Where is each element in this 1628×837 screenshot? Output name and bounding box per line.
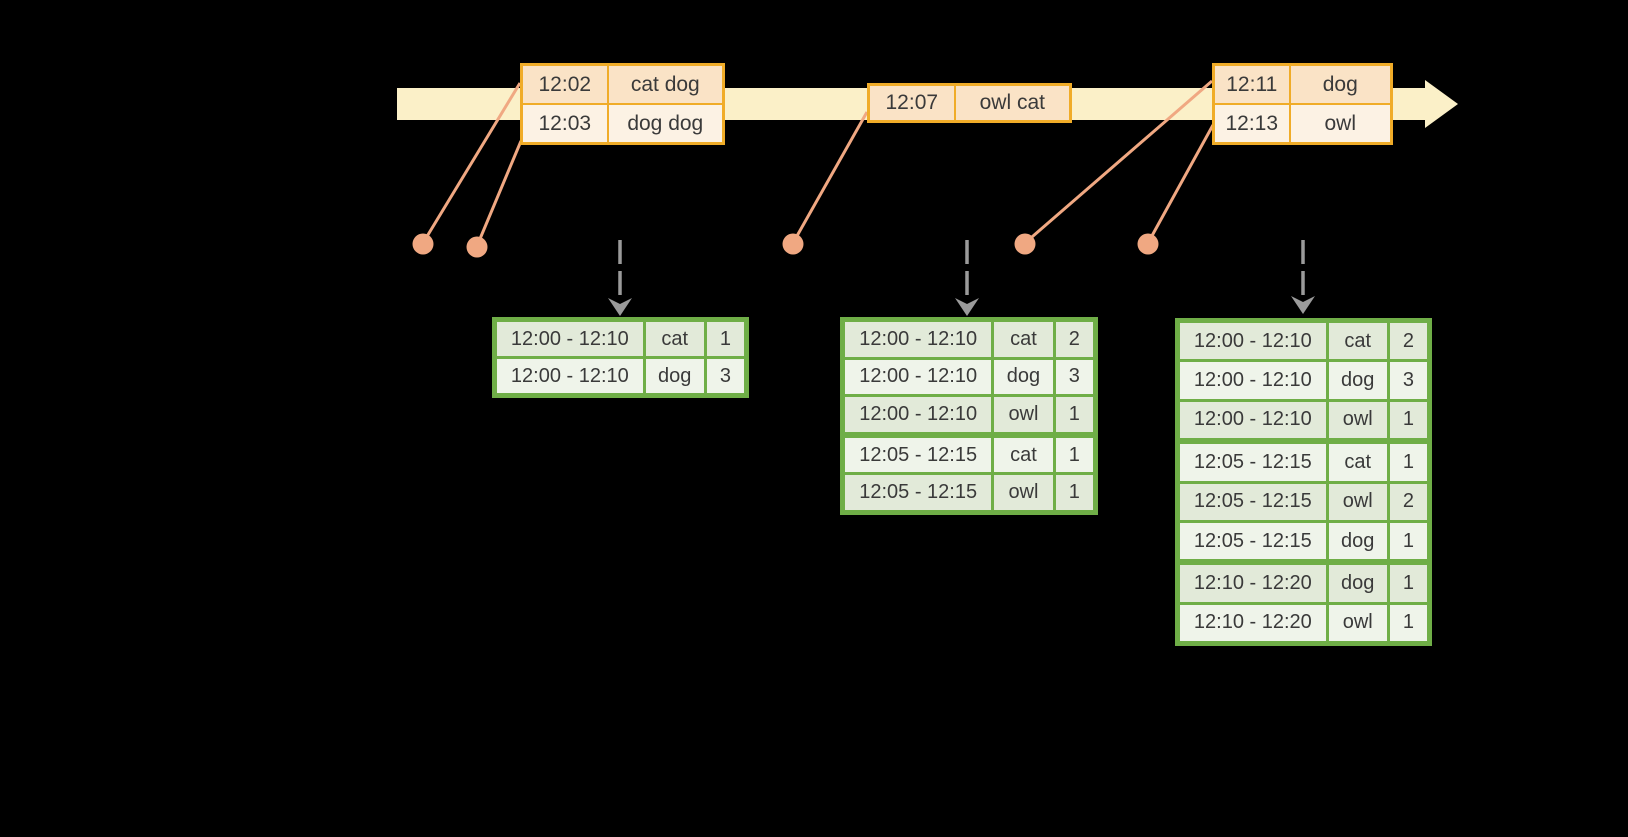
event-marker-dot bbox=[412, 233, 434, 255]
down-arrowhead-icon bbox=[608, 298, 632, 316]
event-table-2: 12:07 owl cat bbox=[867, 83, 1072, 123]
word-cell: owl bbox=[1328, 401, 1387, 439]
window-cell: 12:10 - 12:20 bbox=[1180, 565, 1326, 602]
event-marker-dot bbox=[1137, 233, 1159, 255]
count-cell: 1 bbox=[1055, 397, 1093, 432]
count-cell: 1 bbox=[1055, 475, 1093, 510]
result-row: 12:00 - 12:10 cat 2 bbox=[1180, 323, 1427, 360]
event-row: 12:07 owl cat bbox=[870, 86, 1069, 120]
result-table-1: 12:00 - 12:10 cat 1 12:00 - 12:10 dog 3 bbox=[492, 317, 749, 398]
down-arrowhead-icon bbox=[1291, 296, 1315, 314]
result-row: 12:05 - 12:15 owl 1 bbox=[845, 475, 1093, 510]
event-connector-line bbox=[421, 82, 522, 244]
event-time-cell: 12:03 bbox=[523, 105, 607, 142]
word-cell: owl bbox=[1328, 604, 1387, 641]
window-cell: 12:10 - 12:20 bbox=[1180, 604, 1326, 641]
result-row: 12:05 - 12:15 dog 1 bbox=[1180, 522, 1427, 560]
window-cell: 12:00 - 12:10 bbox=[1180, 401, 1326, 439]
window-cell: 12:00 - 12:10 bbox=[845, 359, 992, 395]
down-arrowhead-icon bbox=[955, 298, 979, 316]
count-cell: 3 bbox=[706, 359, 744, 393]
result-row: 12:05 - 12:15 owl 2 bbox=[1180, 483, 1427, 520]
count-cell: 1 bbox=[1055, 437, 1093, 473]
word-cell: cat bbox=[1328, 444, 1387, 481]
result-row: 12:00 - 12:10 cat 2 bbox=[845, 322, 1093, 357]
word-cell: cat bbox=[645, 322, 704, 356]
event-time-cell: 12:02 bbox=[523, 66, 607, 103]
result-row: 12:10 - 12:20 owl 1 bbox=[1180, 604, 1427, 641]
window-cell: 12:00 - 12:10 bbox=[1180, 362, 1326, 399]
window-cell: 12:05 - 12:15 bbox=[845, 437, 992, 473]
timeline-arrowhead-icon bbox=[1425, 80, 1458, 128]
event-row: 12:02 cat dog bbox=[523, 66, 722, 103]
count-cell: 3 bbox=[1055, 359, 1093, 395]
event-marker-dot bbox=[1014, 233, 1036, 255]
result-row: 12:00 - 12:10 dog 3 bbox=[1180, 362, 1427, 399]
word-cell: dog bbox=[645, 359, 704, 393]
event-table-1: 12:02 cat dog 12:03 dog dog bbox=[520, 63, 725, 145]
word-cell: dog bbox=[1328, 565, 1387, 602]
window-cell: 12:05 - 12:15 bbox=[1180, 444, 1326, 481]
window-cell: 12:05 - 12:15 bbox=[1180, 483, 1326, 520]
window-cell: 12:00 - 12:10 bbox=[497, 359, 643, 393]
count-cell: 3 bbox=[1389, 362, 1427, 399]
event-words-cell: dog bbox=[1290, 66, 1390, 103]
window-cell: 12:00 - 12:10 bbox=[497, 322, 643, 356]
result-row: 12:00 - 12:10 dog 3 bbox=[845, 359, 1093, 395]
event-words-cell: owl bbox=[1290, 105, 1390, 142]
event-row: 12:03 dog dog bbox=[523, 105, 722, 142]
word-cell: cat bbox=[1328, 323, 1387, 360]
event-words-cell: owl cat bbox=[955, 86, 1069, 120]
word-cell: dog bbox=[1328, 362, 1387, 399]
result-table-3: 12:00 - 12:10 cat 2 12:00 - 12:10 dog 3 … bbox=[1175, 318, 1432, 646]
event-row: 12:11 dog bbox=[1215, 66, 1390, 103]
count-cell: 1 bbox=[1389, 522, 1427, 560]
result-row: 12:10 - 12:20 dog 1 bbox=[1180, 565, 1427, 602]
window-cell: 12:00 - 12:10 bbox=[1180, 323, 1326, 360]
word-cell: dog bbox=[1328, 522, 1387, 560]
word-cell: owl bbox=[994, 397, 1053, 432]
result-row: 12:00 - 12:10 dog 3 bbox=[497, 359, 744, 393]
window-cell: 12:00 - 12:10 bbox=[845, 322, 992, 357]
event-marker-dot bbox=[782, 233, 804, 255]
word-cell: cat bbox=[994, 437, 1053, 473]
count-cell: 1 bbox=[706, 322, 744, 356]
event-words-cell: cat dog bbox=[608, 66, 722, 103]
result-table-2: 12:00 - 12:10 cat 2 12:00 - 12:10 dog 3 … bbox=[840, 317, 1098, 515]
count-cell: 2 bbox=[1389, 323, 1427, 360]
result-row: 12:00 - 12:10 owl 1 bbox=[1180, 401, 1427, 439]
count-cell: 1 bbox=[1389, 401, 1427, 439]
count-cell: 1 bbox=[1389, 565, 1427, 602]
result-row: 12:05 - 12:15 cat 1 bbox=[845, 437, 1093, 473]
result-row: 12:00 - 12:10 owl 1 bbox=[845, 397, 1093, 432]
window-cell: 12:05 - 12:15 bbox=[1180, 522, 1326, 560]
window-cell: 12:00 - 12:10 bbox=[845, 397, 992, 432]
event-connector-line bbox=[791, 111, 869, 244]
count-cell: 1 bbox=[1389, 604, 1427, 641]
count-cell: 1 bbox=[1389, 444, 1427, 481]
event-time-cell: 12:07 bbox=[870, 86, 954, 120]
word-cell: owl bbox=[994, 475, 1053, 510]
event-table-3: 12:11 dog 12:13 owl bbox=[1212, 63, 1393, 145]
event-marker-dot bbox=[466, 236, 488, 258]
event-row: 12:13 owl bbox=[1215, 105, 1390, 142]
event-connector-line bbox=[1024, 79, 1213, 245]
event-time-cell: 12:13 bbox=[1215, 105, 1289, 142]
event-words-cell: dog dog bbox=[608, 105, 722, 142]
word-cell: dog bbox=[994, 359, 1053, 395]
result-row: 12:05 - 12:15 cat 1 bbox=[1180, 444, 1427, 481]
count-cell: 2 bbox=[1389, 483, 1427, 520]
word-cell: owl bbox=[1328, 483, 1387, 520]
count-cell: 2 bbox=[1055, 322, 1093, 357]
event-time-cell: 12:11 bbox=[1215, 66, 1289, 103]
word-cell: cat bbox=[994, 322, 1053, 357]
result-row: 12:00 - 12:10 cat 1 bbox=[497, 322, 744, 356]
event-connector-line bbox=[1146, 124, 1215, 244]
event-connector-line bbox=[475, 140, 523, 247]
window-cell: 12:05 - 12:15 bbox=[845, 475, 992, 510]
